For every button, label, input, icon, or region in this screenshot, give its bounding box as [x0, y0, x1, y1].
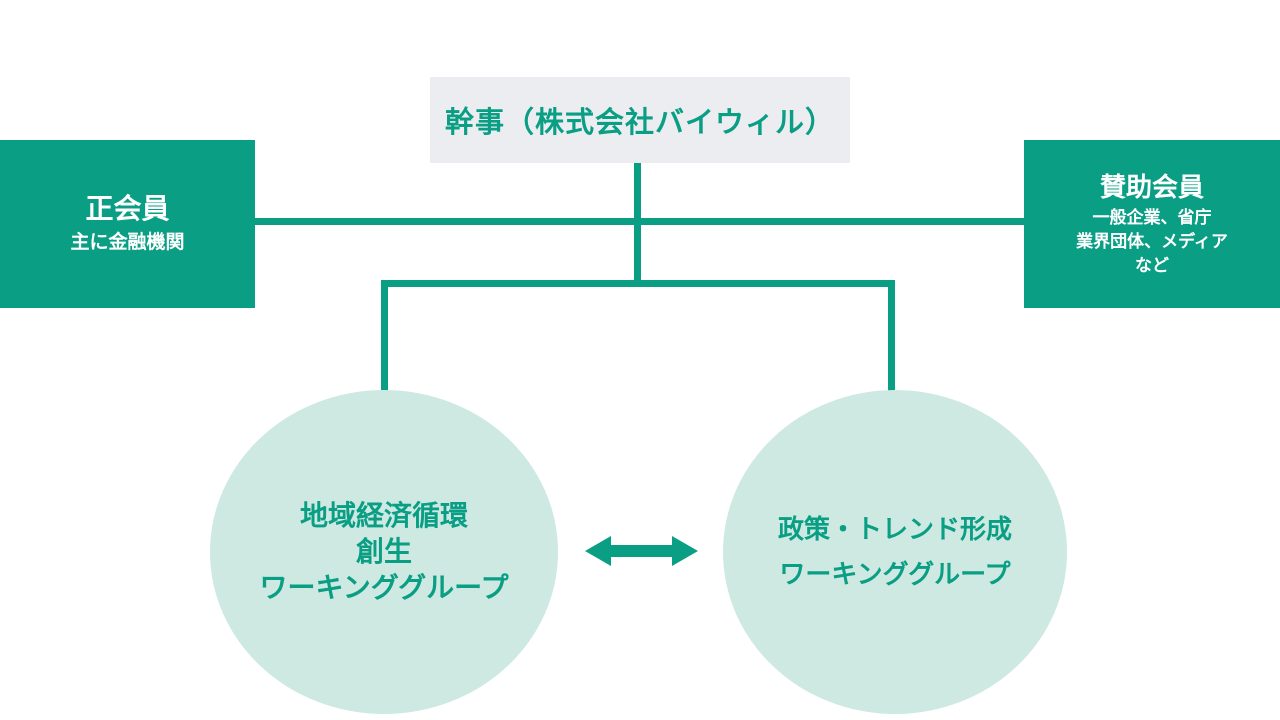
connector-vertical-left-workgroup [381, 280, 388, 392]
working-group-label-line: 政策・トレンド形成 [777, 514, 1012, 544]
regional-economy-working-group-circle: 地域経済循環 創生 ワーキンググループ [210, 390, 558, 714]
working-group-label-line: ワーキンググループ [779, 559, 1011, 589]
supporting-member-subtitle-line: など [1135, 255, 1169, 275]
supporting-member-title: 賛助会員 [1099, 171, 1204, 202]
double-arrow-icon [585, 536, 698, 566]
connector-vertical-main [634, 163, 641, 287]
connector-horizontal-workgroups [381, 280, 895, 287]
secretary-label: 幹事（株式会社バイウィル） [444, 107, 835, 139]
supporting-member-subtitle-line: 業界団体、メディア [1076, 231, 1228, 251]
policy-trend-working-group-circle: 政策・トレンド形成 ワーキンググループ [723, 390, 1067, 714]
working-group-label-line: ワーキンググループ [259, 572, 509, 603]
regular-member-title: 正会員 [85, 193, 170, 224]
secretary-box: 幹事（株式会社バイウィル） [430, 77, 850, 163]
working-group-label-line: 創生 [355, 536, 412, 567]
connector-vertical-right-workgroup [888, 280, 895, 392]
regular-member-subtitle: 主に金融機関 [70, 232, 185, 253]
supporting-member-subtitle-line: 一般企業、省庁 [1092, 207, 1212, 227]
regular-member-box: 正会員 主に金融機関 [0, 140, 255, 308]
working-group-label-line: 地域経済循環 [299, 500, 468, 531]
supporting-member-subtitle-block: 一般企業、省庁 業界団体、メディア など [1076, 206, 1228, 278]
supporting-member-box: 賛助会員 一般企業、省庁 業界団体、メディア など [1024, 140, 1280, 308]
connector-horizontal-members [255, 218, 1024, 225]
